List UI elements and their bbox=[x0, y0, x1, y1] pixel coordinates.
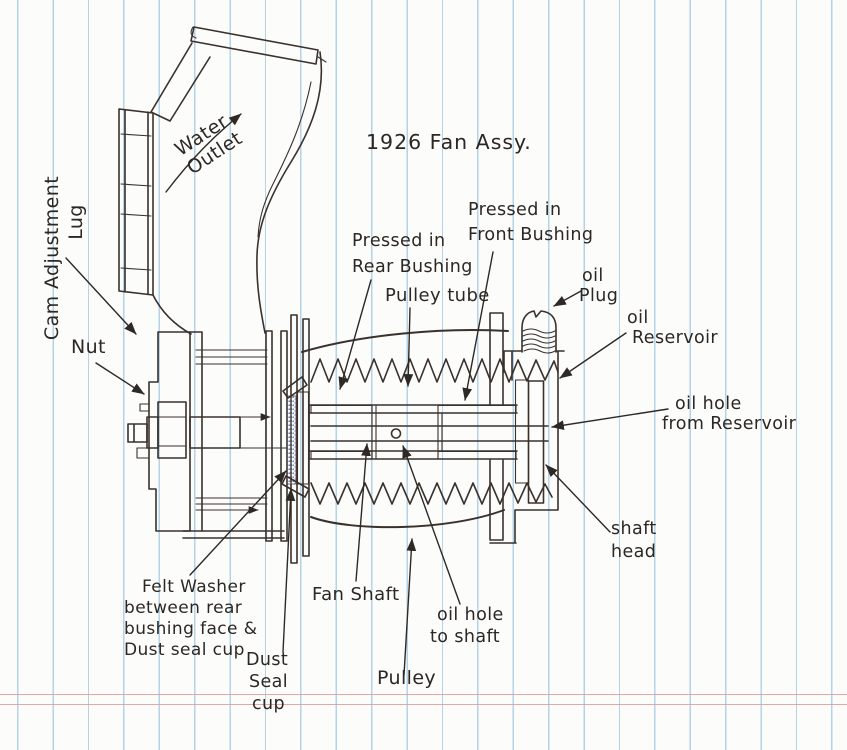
label-oil-plug: oil Plug bbox=[579, 266, 619, 306]
mount-bracket bbox=[136, 331, 285, 539]
seal-assembly bbox=[281, 376, 310, 498]
pulley-drawing bbox=[301, 312, 559, 541]
annotation-arrows bbox=[65, 113, 669, 676]
pulley-tube-drawing bbox=[308, 404, 518, 460]
arrow-oil-hole-from-reservoir bbox=[551, 408, 669, 431]
label-pulley-tube: Pulley tube bbox=[385, 285, 490, 306]
label-cam-adjustment: Cam Adjustment bbox=[41, 175, 63, 341]
arrow-felt-washer bbox=[189, 470, 287, 576]
arrow-water-outlet bbox=[165, 113, 242, 193]
label-cam-adjustment-lug: Lug bbox=[65, 204, 87, 240]
arrow-fan-shaft bbox=[355, 443, 371, 582]
arrow-pulley-tube bbox=[403, 307, 414, 387]
adjuster-bolt bbox=[127, 401, 288, 459]
label-oil-hole-from-reservoir: oil hole from Reservoir bbox=[662, 394, 797, 434]
label-pressed-rear-bushing: Pressed in Rear Bushing bbox=[352, 231, 473, 277]
label-pulley: Pulley bbox=[377, 667, 437, 689]
oil-plug-drawing bbox=[521, 310, 557, 354]
paper-margin-line bbox=[0, 694, 847, 705]
arrow-cam-adjustment-lug bbox=[65, 257, 137, 335]
label-oil-reservoir: oil Reservoir bbox=[627, 308, 718, 348]
label-nut: Nut bbox=[71, 336, 106, 358]
shaft-head-block bbox=[489, 350, 565, 544]
arrow-rear-bushing bbox=[338, 279, 372, 390]
label-fan-shaft: Fan Shaft bbox=[312, 584, 400, 605]
label-dust-seal-cup: Dust Seal cup bbox=[246, 650, 289, 714]
fan-shaft-drawing bbox=[310, 425, 549, 442]
arrow-pulley bbox=[403, 538, 417, 676]
arrow-shaft-head bbox=[545, 464, 611, 533]
label-felt-washer: Felt Washer between rear bushing face & … bbox=[124, 577, 258, 660]
water-outlet-pipe bbox=[150, 26, 327, 334]
arrow-dust-seal-cup bbox=[282, 488, 296, 653]
label-shaft-head: shaft head bbox=[611, 519, 657, 562]
label-oil-hole-to-shaft: oil hole to shaft bbox=[430, 605, 504, 647]
arrow-oil-reservoir bbox=[559, 332, 627, 379]
arrow-oil-plug bbox=[553, 290, 582, 307]
label-pressed-front-bushing: Pressed in Front Bushing bbox=[468, 200, 594, 245]
arrow-front-bushing bbox=[462, 251, 494, 401]
arrow-oil-hole-to-shaft bbox=[402, 445, 461, 605]
page-title: 1926 Fan Assy. bbox=[366, 130, 532, 154]
arrow-nut bbox=[95, 362, 145, 395]
